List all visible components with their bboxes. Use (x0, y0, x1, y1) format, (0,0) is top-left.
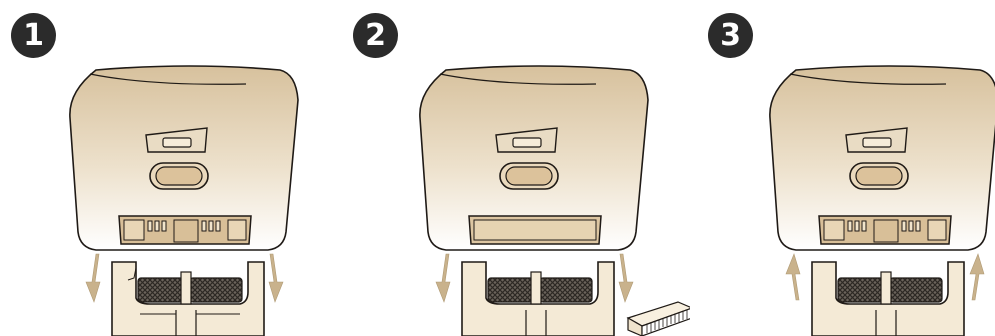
mesh-left (138, 278, 183, 302)
arrow-up-left (786, 254, 800, 300)
step-panel-2: 2 (350, 0, 690, 336)
arrow-down-left (86, 254, 100, 302)
device-illustration (350, 0, 690, 336)
mesh-right (190, 278, 242, 302)
device-illustration (0, 0, 330, 336)
arrow-down-left (436, 254, 450, 302)
arrow-up-right (970, 254, 984, 300)
mesh-right (540, 278, 592, 302)
step-panel-1: 1 (0, 0, 330, 336)
step-panel-3: 3 (700, 0, 995, 336)
mesh-left (488, 278, 533, 302)
arrow-down-right (269, 254, 283, 302)
device-illustration (700, 0, 995, 336)
mesh-left (838, 278, 883, 302)
arrow-down-right (619, 254, 633, 302)
removed-comb-part (628, 302, 690, 336)
mesh-right (890, 278, 942, 302)
